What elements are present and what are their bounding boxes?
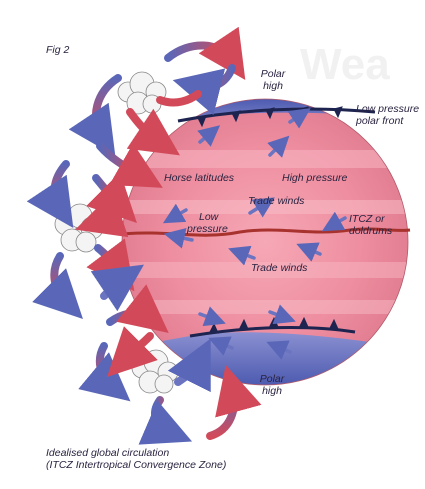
polar-high-top-label: Polar high	[253, 68, 293, 92]
polar-high-bottom-line2: high	[252, 385, 292, 397]
itcz-line2: doldrums	[349, 225, 392, 237]
itcz-line1: ITCZ or	[349, 213, 392, 225]
polar-high-bottom-line1: Polar	[252, 373, 292, 385]
figure-caption: Idealised global circulation (ITCZ Inter…	[46, 447, 226, 471]
trade-winds-top-label: Trade winds	[248, 195, 304, 207]
low-pressure-eq-line1: Low	[187, 211, 228, 223]
low-pressure-front-line2: polar front	[356, 115, 419, 127]
caption-line1: Idealised global circulation	[46, 447, 226, 459]
polar-high-top-line1: Polar	[253, 68, 293, 80]
horse-latitudes-label: Horse latitudes	[164, 172, 234, 184]
low-pressure-front-label: Low pressure polar front	[356, 103, 419, 127]
polar-high-bottom-label: Polar high	[252, 373, 292, 397]
polar-high-top-line2: high	[253, 80, 293, 92]
low-pressure-eq-line2: pressure	[187, 223, 228, 235]
caption-line2: (ITCZ Intertropical Convergence Zone)	[46, 459, 226, 471]
trade-winds-bottom-label: Trade winds	[251, 262, 307, 274]
itcz-label: ITCZ or doldrums	[349, 213, 392, 237]
cloud-north	[118, 72, 166, 114]
low-pressure-equator-label: Low pressure	[187, 211, 228, 235]
figure-label: Fig 2	[46, 44, 69, 56]
cloud-south	[132, 350, 178, 393]
low-pressure-front-line1: Low pressure	[356, 103, 419, 115]
high-pressure-label: High pressure	[282, 172, 347, 184]
